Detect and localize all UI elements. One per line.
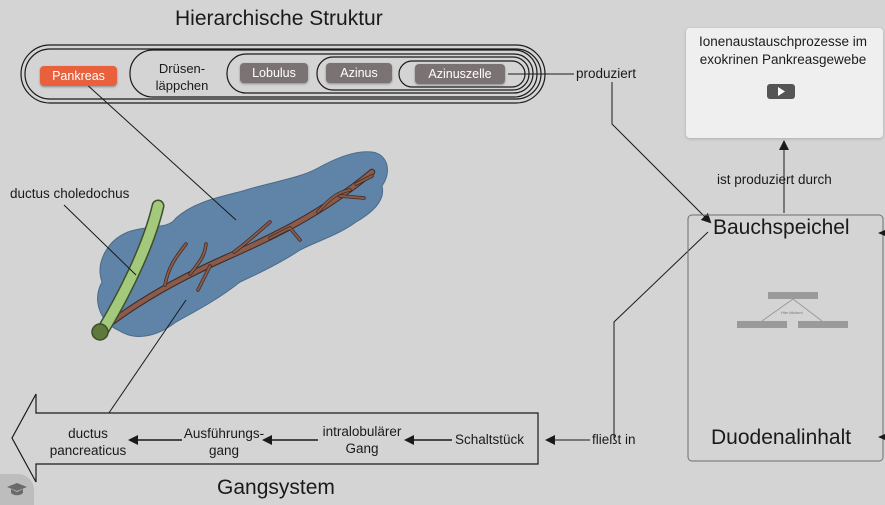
gangsystem-title: Gangsystem (217, 476, 335, 499)
bauchspeichel-box (687, 214, 884, 462)
duodenal-edge-arrow (878, 434, 885, 440)
graduation-cap-icon[interactable] (0, 474, 34, 505)
page-title: Hierarchische Struktur (175, 7, 383, 30)
mini-diagram-text: Hier klicken! (781, 310, 803, 315)
ist-produziert-label: ist produziert durch (717, 172, 832, 187)
connector-lines (63, 73, 789, 445)
pancreatic-duct-tree (100, 168, 376, 332)
choledochus-duct (91, 199, 165, 341)
video-card-title: Ionenaustauschprozesse im exokrinen Pank… (698, 34, 868, 67)
duodenalinhalt-label: Duodenalinhalt (711, 426, 852, 449)
druesen-line1: Drüsen- (158, 61, 206, 76)
fliesst-in-label: fließt in (592, 432, 636, 447)
play-triangle-icon (778, 87, 785, 96)
pankreas-pill[interactable]: Pankreas (40, 66, 117, 86)
cap-glyph-icon (7, 482, 27, 495)
azinuszelle-pill[interactable]: Azinuszelle (415, 64, 505, 84)
produziert-label: produziert (576, 66, 637, 81)
bauchspeichel-label: Bauchspeichel (713, 216, 850, 239)
azinus-pill[interactable]: Azinus (326, 63, 392, 83)
mini-diagram[interactable] (737, 292, 848, 328)
intralobulaer-label: intralobulärer Gang (312, 423, 412, 457)
druesen-line2: läppchen (155, 78, 209, 93)
ductus-choledochus-label: ductus choledochus (10, 186, 130, 201)
intralobulaer-line1: intralobulärer (322, 424, 402, 439)
video-card[interactable] (686, 28, 883, 138)
bauchspeichel-edge-arrow (878, 230, 885, 236)
ductus-line1: ductus (68, 426, 108, 441)
ductus-pancreaticus-label: ductus pancreaticus (40, 425, 136, 459)
gangsystem-arrow (11, 393, 539, 483)
play-icon[interactable] (767, 84, 795, 99)
ausfuehrung-line2: gang (208, 443, 240, 458)
schaltstueck-label: Schaltstück (455, 432, 525, 447)
ductus-line2: pancreaticus (49, 443, 127, 458)
intralobulaer-line2: Gang (345, 441, 379, 456)
druesen-label: Drüsen- läppchen (142, 60, 222, 94)
lobulus-pill[interactable]: Lobulus (240, 63, 308, 83)
ausfuehrung-label: Ausführungs- gang (176, 425, 272, 459)
ausfuehrung-line1: Ausführungs- (183, 426, 265, 441)
